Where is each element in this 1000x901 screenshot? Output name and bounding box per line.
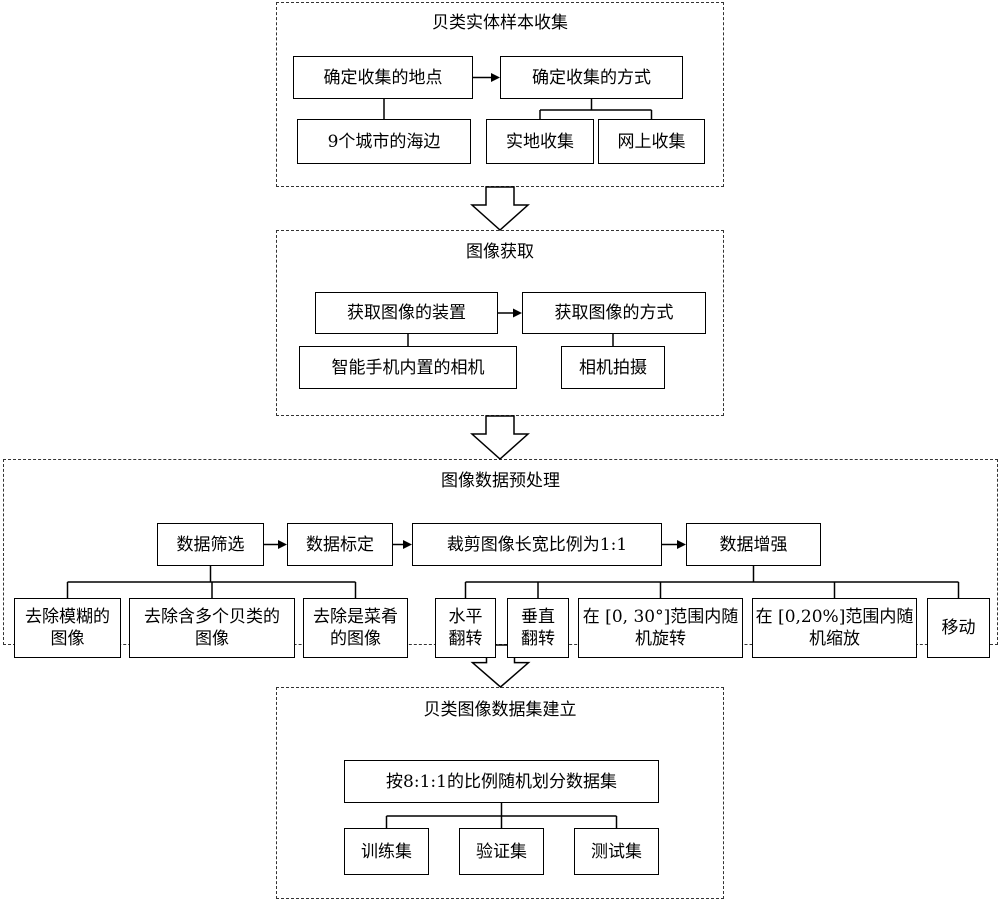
- node-acquisition-method: 获取图像的方式: [522, 292, 706, 334]
- node-data-labeling: 数据标定: [287, 523, 393, 566]
- node-dataset-split: 按8:1:1的比例随机划分数据集: [344, 760, 659, 803]
- node-seaside-cities: 9个城市的海边: [297, 119, 471, 164]
- node-camera-shooting: 相机拍摄: [561, 346, 665, 389]
- node-remove-blurry: 去除模糊的 图像: [14, 598, 121, 658]
- node-data-augmentation: 数据增强: [686, 523, 821, 566]
- node-crop-ratio: 裁剪图像长宽比例为1:1: [412, 523, 662, 566]
- node-horizontal-flip: 水平 翻转: [435, 598, 496, 658]
- node-online-collection: 网上收集: [598, 119, 705, 164]
- node-determine-method: 确定收集的方式: [500, 56, 683, 99]
- flow-arrow: [470, 415, 530, 461]
- node-vertical-flip: 垂直 翻转: [507, 598, 569, 658]
- node-smartphone-camera: 智能手机内置的相机: [299, 346, 517, 389]
- node-field-collection: 实地收集: [486, 119, 594, 164]
- section-title: 图像获取: [466, 242, 534, 262]
- flow-arrow: [470, 186, 530, 232]
- node-remove-dishes: 去除是菜肴 的图像: [303, 598, 408, 658]
- section-title: 贝类实体样本收集: [432, 13, 568, 33]
- node-translation: 移动: [927, 598, 990, 658]
- section-title: 贝类图像数据集建立: [423, 700, 577, 720]
- node-random-scaling: 在 [0,20%]范围内随 机缩放: [752, 598, 917, 658]
- node-remove-multiple-shells: 去除含多个贝类的 图像: [129, 598, 295, 658]
- node-training-set: 训练集: [344, 828, 429, 875]
- node-data-filtering: 数据筛选: [157, 523, 264, 566]
- node-determine-location: 确定收集的地点: [293, 56, 473, 99]
- node-validation-set: 验证集: [459, 828, 544, 875]
- node-test-set: 测试集: [574, 828, 659, 875]
- node-random-rotation: 在 [0, 30°]范围内随 机旋转: [578, 598, 743, 658]
- node-acquisition-device: 获取图像的装置: [315, 292, 498, 334]
- section-title: 图像数据预处理: [441, 471, 560, 491]
